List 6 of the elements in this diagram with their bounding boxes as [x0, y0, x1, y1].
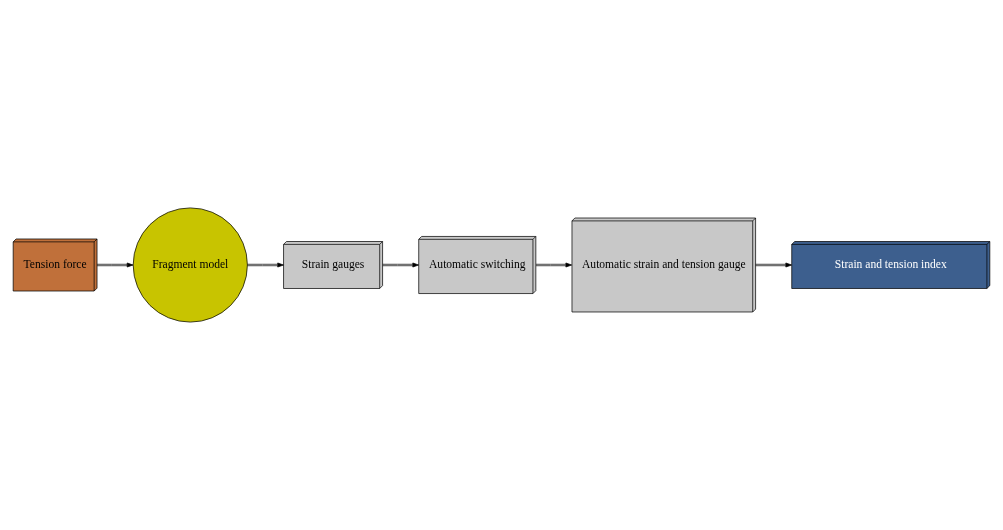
- arrow: [382, 262, 419, 268]
- arrow: [247, 262, 284, 268]
- node-circle: Fragment model: [132, 207, 248, 323]
- arrow: [96, 262, 134, 268]
- arrow: [535, 262, 572, 268]
- arrow: [755, 262, 792, 268]
